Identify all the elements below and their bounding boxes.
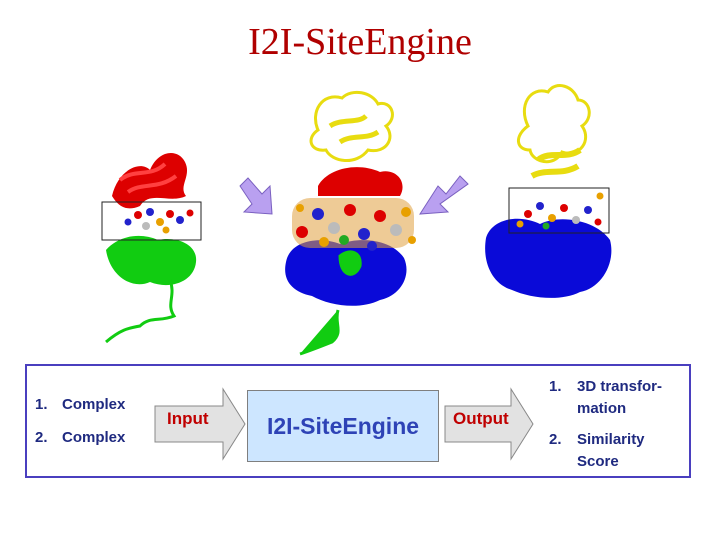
middle-red-chain bbox=[318, 167, 403, 196]
right-pointer-arrow bbox=[419, 175, 469, 215]
left-green-chain bbox=[106, 235, 197, 286]
left-complex bbox=[101, 152, 202, 344]
input-arrow-label: Input bbox=[167, 409, 209, 428]
middle-site-atoms bbox=[296, 204, 416, 251]
left-red-chain bbox=[112, 152, 188, 209]
left-pointer-arrow bbox=[239, 177, 273, 215]
right-yellow-chain bbox=[517, 84, 591, 164]
output-arrow-label: Output bbox=[453, 409, 509, 428]
engine-box: I2I-SiteEngine bbox=[247, 390, 439, 462]
input-list: 1. Complex 2. Complex bbox=[35, 396, 125, 462]
protein-structures-illustration bbox=[101, 84, 612, 356]
workflow-arrows bbox=[154, 387, 534, 461]
right-site-box bbox=[508, 187, 610, 234]
output-item: 2. Similarity Score bbox=[549, 431, 645, 470]
left-green-tail bbox=[105, 279, 177, 344]
engine-label: I2I-SiteEngine bbox=[266, 412, 420, 439]
input-arrow bbox=[154, 387, 246, 461]
right-blue-chain bbox=[485, 218, 612, 298]
middle-complex bbox=[239, 90, 469, 356]
left-site-atoms bbox=[124, 208, 194, 234]
middle-yellow-fill bbox=[328, 113, 380, 145]
right-complex bbox=[485, 84, 612, 298]
slide-title: I2I-SiteEngine bbox=[248, 21, 472, 63]
input-item: 1. Complex bbox=[35, 396, 126, 413]
middle-yellow-chain bbox=[309, 90, 394, 162]
left-site-box bbox=[101, 201, 202, 241]
middle-green-chain bbox=[299, 250, 362, 356]
left-red-ribbon bbox=[118, 162, 178, 194]
right-yellow-fill bbox=[530, 147, 582, 179]
input-item: 2. Complex bbox=[35, 429, 126, 446]
workflow-panel: 1. Complex 2. Complex Input I2I-SiteEngi… bbox=[25, 364, 691, 478]
output-item: 1. 3D transfor-mation bbox=[549, 378, 663, 417]
output-arrow bbox=[444, 387, 534, 461]
output-list: 1. 3D transfor-mation 2. Similarity Scor… bbox=[549, 376, 689, 473]
right-site-atoms bbox=[516, 192, 604, 230]
